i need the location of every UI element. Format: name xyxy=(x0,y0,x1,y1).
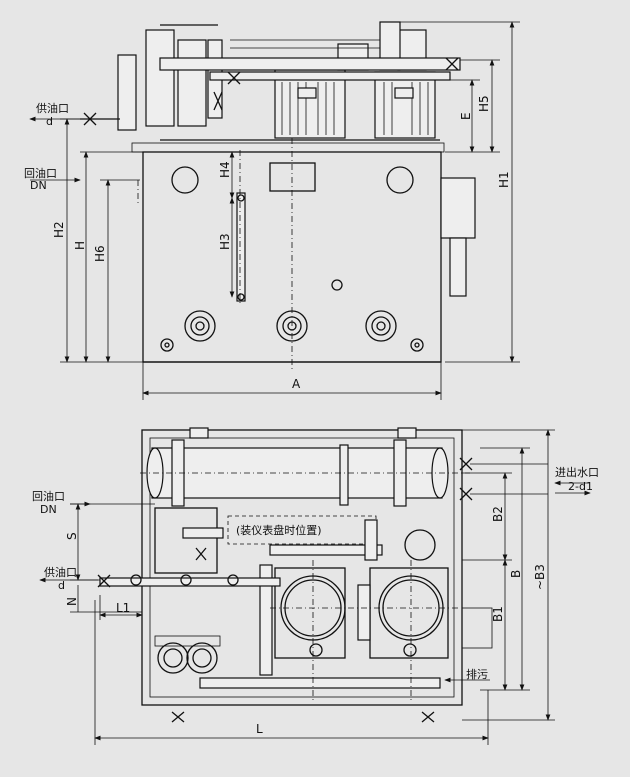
label-return-oil-top: 回油口 xyxy=(24,166,57,180)
filter-right xyxy=(177,39,207,127)
plan-view xyxy=(97,427,493,723)
dim-H4: H4 xyxy=(218,161,232,178)
dim-B2: B2 xyxy=(491,506,505,522)
dim-B3: ~B3 xyxy=(533,564,547,590)
dim-L1: L1 xyxy=(116,601,130,615)
dim-S: S xyxy=(65,532,79,540)
dim-E: E xyxy=(459,112,473,120)
dim-A: A xyxy=(292,377,301,391)
dim-B: B xyxy=(509,570,523,578)
drain-ports-front xyxy=(160,310,424,352)
dim-B1: B1 xyxy=(491,606,505,622)
dim-N: N xyxy=(65,597,79,606)
motor-left xyxy=(274,69,346,139)
label-return-oil-dn-top: DN xyxy=(30,179,47,192)
text-labels: 供油口 d 回油口 DN H1 H5 E H2 H H6 H4 H3 A 回油口… xyxy=(24,95,599,736)
label-return-oil-plan: 回油口 xyxy=(32,489,65,503)
dim-H1: H1 xyxy=(497,171,511,188)
nameplate xyxy=(269,162,316,192)
filter-left xyxy=(145,29,175,127)
front-view xyxy=(80,21,476,370)
port-circle-1 xyxy=(171,166,199,194)
label-supply-oil-plan: 供油口 xyxy=(44,565,77,579)
plan-dimensions xyxy=(39,429,591,745)
label-supply-oil-d-top: d xyxy=(46,115,53,128)
dim-H: H xyxy=(73,241,87,250)
dim-L: L xyxy=(256,722,263,736)
dim-H2: H2 xyxy=(52,221,66,238)
label-water-port-count: 2-d1 xyxy=(568,480,593,493)
label-drain: 排污 xyxy=(466,667,488,681)
plan-frame xyxy=(141,429,463,706)
front-dimensions xyxy=(29,21,520,400)
label-return-oil-dn-plan: DN xyxy=(40,503,57,516)
dim-H6: H6 xyxy=(93,245,107,262)
dim-H5: H5 xyxy=(477,95,491,112)
label-water-port: 进出水口 xyxy=(555,465,599,479)
dim-H3: H3 xyxy=(218,233,232,250)
label-supply-oil-d-plan: d xyxy=(58,579,65,592)
motor-right xyxy=(374,71,436,139)
port-circle-2 xyxy=(386,166,414,194)
label-supply-oil-top: 供油口 xyxy=(36,101,69,115)
label-gauge-position: (装仪表盘时位置) xyxy=(236,523,322,537)
